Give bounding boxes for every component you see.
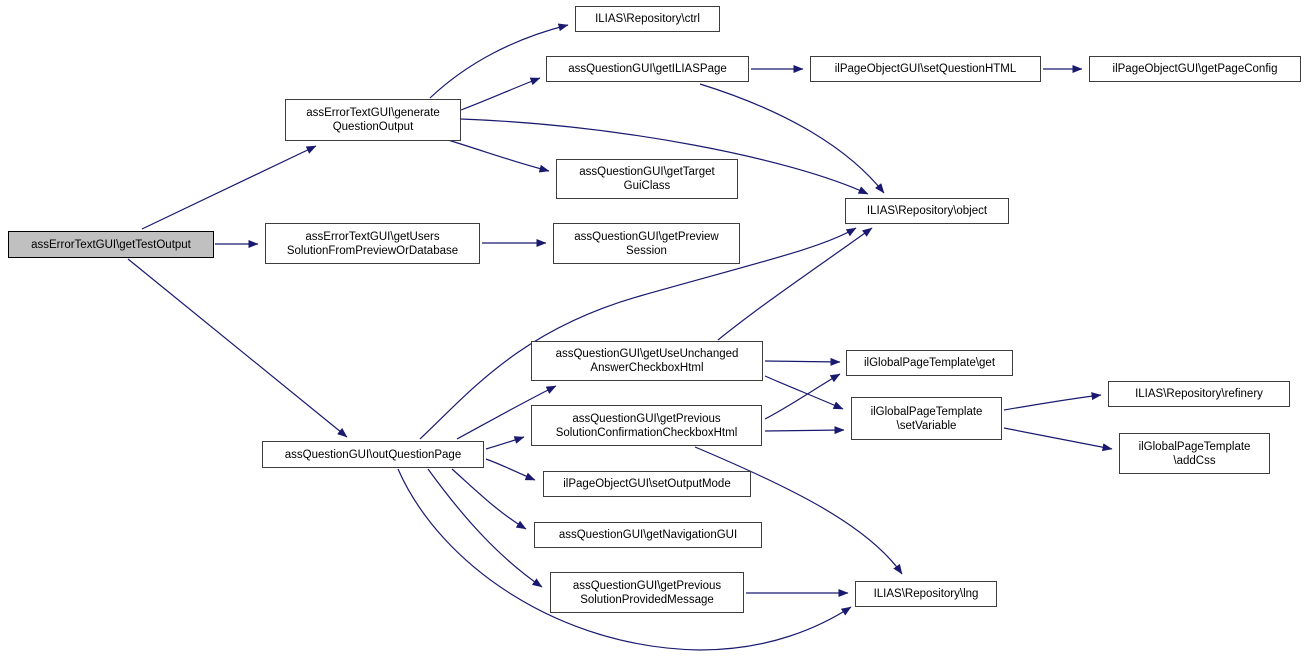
node-getPreviousSolutionProvidedMessage[interactable]: assQuestionGUI\getPrevious SolutionProvi… xyxy=(550,572,744,613)
node-getUsersSolutionFromPreviewOrDatabase[interactable]: assErrorTextGUI\getUsers SolutionFromPre… xyxy=(265,223,480,264)
edge-outQuestionPage--getUseUnchangedAnswerCheckboxHtml xyxy=(456,385,557,440)
node-repo-refinery[interactable]: ILIAS\Repository\refinery xyxy=(1108,381,1290,407)
edge-outQuestionPage--repo-object xyxy=(419,227,857,440)
node-globalTpl-setVariable[interactable]: ilGlobalPageTemplate \setVariable xyxy=(851,397,1002,440)
edge-outQuestionPage--getNavigationGUI xyxy=(451,468,527,530)
node-getPreviewSession[interactable]: assQuestionGUI\getPreview Session xyxy=(553,223,740,264)
edge-getUseUnchangedAnswerCheckboxHtml--globalTpl-setVariable xyxy=(764,375,844,410)
node-getPageConfig[interactable]: ilPageObjectGUI\getPageConfig xyxy=(1089,56,1301,82)
edge-getPreviousSolutionConfirmationCheckboxHtml--globalTpl-setVariable xyxy=(764,426,845,435)
edge-outQuestionPage--getPreviousSolutionProvidedMessage xyxy=(427,468,543,588)
edge-outQuestionPage--setOutputMode xyxy=(485,458,536,481)
edge-globalTpl-setVariable--globalTpl-addCss xyxy=(1003,427,1113,452)
node-getNavigationGUI[interactable]: assQuestionGUI\getNavigationGUI xyxy=(534,522,762,548)
edge-globalTpl-setVariable--repo-refinery xyxy=(1003,392,1102,411)
node-generateQuestionOutput[interactable]: assErrorTextGUI\generate QuestionOutput xyxy=(285,99,461,141)
node-getPreviousSolutionConfirmationCheckboxHtml[interactable]: assQuestionGUI\getPrevious SolutionConfi… xyxy=(531,405,762,446)
node-getUseUnchangedAnswerCheckboxHtml[interactable]: assQuestionGUI\getUseUnchanged AnswerChe… xyxy=(531,341,763,381)
edge-getUseUnchangedAnswerCheckboxHtml--repo-object xyxy=(717,227,873,341)
edge-generateQuestionOutput--getILIASPage xyxy=(460,77,541,111)
edge-getUseUnchangedAnswerCheckboxHtml--globalTpl-get xyxy=(764,357,841,366)
edge-generateQuestionOutput--repo-ctrl xyxy=(429,23,569,99)
node-getTargetGuiClass[interactable]: assQuestionGUI\getTarget GuiClass xyxy=(556,159,738,199)
edge-generateQuestionOutput--repo-object xyxy=(460,118,869,195)
node-setQuestionHTML[interactable]: ilPageObjectGUI\setQuestionHTML xyxy=(810,56,1041,82)
edge-getTestOutput--outQuestionPage xyxy=(127,258,348,438)
node-outQuestionPage[interactable]: assQuestionGUI\outQuestionPage xyxy=(262,441,484,468)
node-repo-ctrl[interactable]: ILIAS\Repository\ctrl xyxy=(575,6,720,32)
edge-outQuestionPage--getPreviousSolutionConfirmationCheckboxHtml xyxy=(485,436,525,450)
edge-generateQuestionOutput--getTargetGuiClass xyxy=(447,139,550,173)
node-globalTpl-get[interactable]: ilGlobalPageTemplate\get xyxy=(846,350,1013,376)
node-getILIASPage[interactable]: assQuestionGUI\getILIASPage xyxy=(546,56,749,82)
edge-getPreviousSolutionConfirmationCheckboxHtml--repo-lng xyxy=(694,446,903,575)
node-globalTpl-addCss[interactable]: ilGlobalPageTemplate \addCss xyxy=(1119,433,1270,474)
edge-getPreviousSolutionConfirmationCheckboxHtml--globalTpl-get xyxy=(764,373,841,420)
edge-getILIASPage--repo-object xyxy=(699,83,885,194)
node-setOutputMode[interactable]: ilPageObjectGUI\setOutputMode xyxy=(543,471,751,497)
node-getTestOutput: assErrorTextGUI\getTestOutput xyxy=(8,231,214,258)
node-repo-lng[interactable]: ILIAS\Repository\lng xyxy=(855,581,997,607)
node-repo-object[interactable]: ILIAS\Repository\object xyxy=(845,198,1009,224)
edge-outQuestionPage--repo-lng xyxy=(397,468,852,651)
edge-getTestOutput--generateQuestionOutput xyxy=(141,145,317,230)
